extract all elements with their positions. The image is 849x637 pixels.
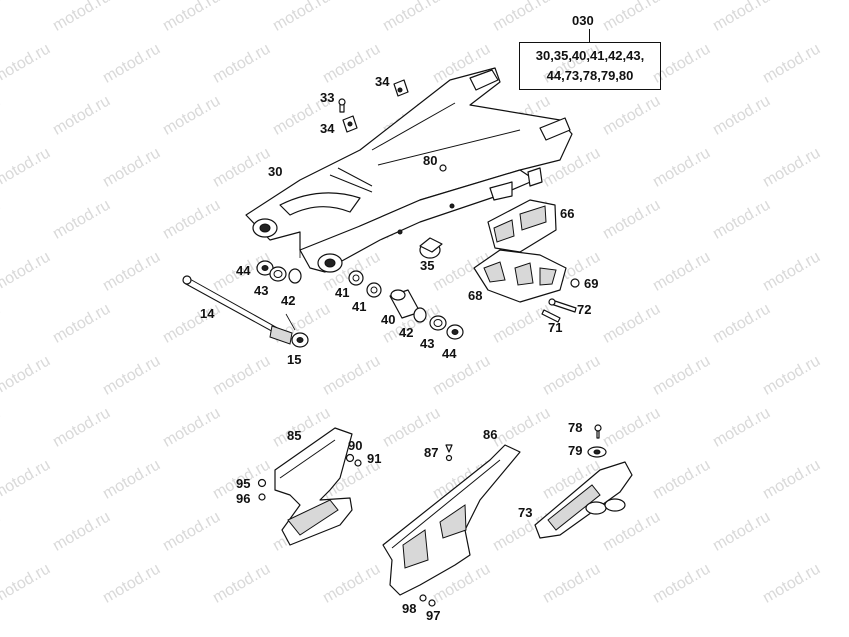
callout-85: 85 (287, 428, 301, 443)
callout-90: 90 (348, 438, 362, 453)
screw-87 (445, 444, 453, 462)
bolt-69 (570, 278, 580, 288)
callout-42-left: 42 (281, 293, 295, 308)
kit-leader-line (589, 29, 590, 42)
bearing-43-right (429, 315, 447, 331)
callout-80: 80 (423, 153, 437, 168)
callout-91: 91 (367, 451, 381, 466)
callout-79: 79 (568, 443, 582, 458)
callout-44-left: 44 (236, 263, 251, 278)
chain-guide-68 (473, 249, 567, 303)
callout-43-left: 43 (254, 283, 268, 298)
bushing-41-a (348, 270, 364, 286)
seal-44-right (446, 324, 464, 340)
kit-contents-line-1: 30,35,40,41,42,43, (535, 48, 645, 63)
kit-number: 030 (572, 13, 594, 28)
callout-34-upper: 34 (375, 74, 390, 89)
callout-98: 98 (402, 601, 416, 616)
callout-33: 33 (320, 90, 334, 105)
callout-97: 97 (426, 608, 440, 623)
callout-44-right: 44 (442, 346, 457, 361)
callout-86: 86 (483, 427, 497, 442)
chain-guard-85 (274, 427, 353, 546)
pivot-axle-14 (182, 275, 293, 345)
callout-34-lower: 34 (320, 121, 335, 136)
rivet-80 (439, 164, 447, 172)
callout-42-right: 42 (399, 325, 413, 340)
kit-contents-box: 30,35,40,41,42,43, 44,73,78,79,80 (519, 42, 661, 90)
seal-44-left (256, 260, 274, 276)
bolt-71 (541, 309, 561, 323)
leader-lines (285, 245, 301, 331)
washer-42-right (413, 307, 427, 323)
bushing-41-b (366, 282, 382, 298)
callout-41-a: 41 (335, 285, 349, 300)
bushing-35 (419, 237, 443, 259)
chain-guard-86 (382, 444, 521, 596)
nut-15 (291, 332, 309, 348)
callout-14: 14 (200, 306, 215, 321)
swingarm-part (245, 67, 573, 273)
screw-95 (257, 478, 267, 488)
callout-41-b: 41 (352, 299, 366, 314)
callout-72: 72 (577, 302, 591, 317)
callout-96: 96 (236, 491, 250, 506)
chain-slider-73 (534, 461, 633, 539)
callout-43-right: 43 (420, 336, 434, 351)
bearing-43-left (269, 266, 287, 282)
screw-90 (345, 453, 355, 463)
washer-97 (428, 599, 436, 607)
chain-guide-66 (487, 199, 557, 253)
washer-42-left (288, 268, 302, 284)
callout-95: 95 (236, 476, 250, 491)
screw-78 (594, 424, 602, 439)
nut-98 (419, 594, 427, 602)
callout-69: 69 (584, 276, 598, 291)
callout-66: 66 (560, 206, 574, 221)
washer-79 (587, 446, 607, 458)
clip-34-upper (393, 79, 409, 97)
callout-15: 15 (287, 352, 301, 367)
callout-30: 30 (268, 164, 282, 179)
clip-34-lower (342, 115, 358, 133)
bolt-33 (338, 98, 346, 113)
callout-68: 68 (468, 288, 482, 303)
washer-91 (354, 459, 362, 467)
bolt-72 (548, 298, 577, 313)
callout-78: 78 (568, 420, 582, 435)
callout-40: 40 (381, 312, 395, 327)
callout-87: 87 (424, 445, 438, 460)
callout-71: 71 (548, 320, 562, 335)
callout-73: 73 (518, 505, 532, 520)
callout-35: 35 (420, 258, 434, 273)
kit-contents-line-2: 44,73,78,79,80 (546, 68, 634, 83)
washer-96 (258, 493, 266, 501)
